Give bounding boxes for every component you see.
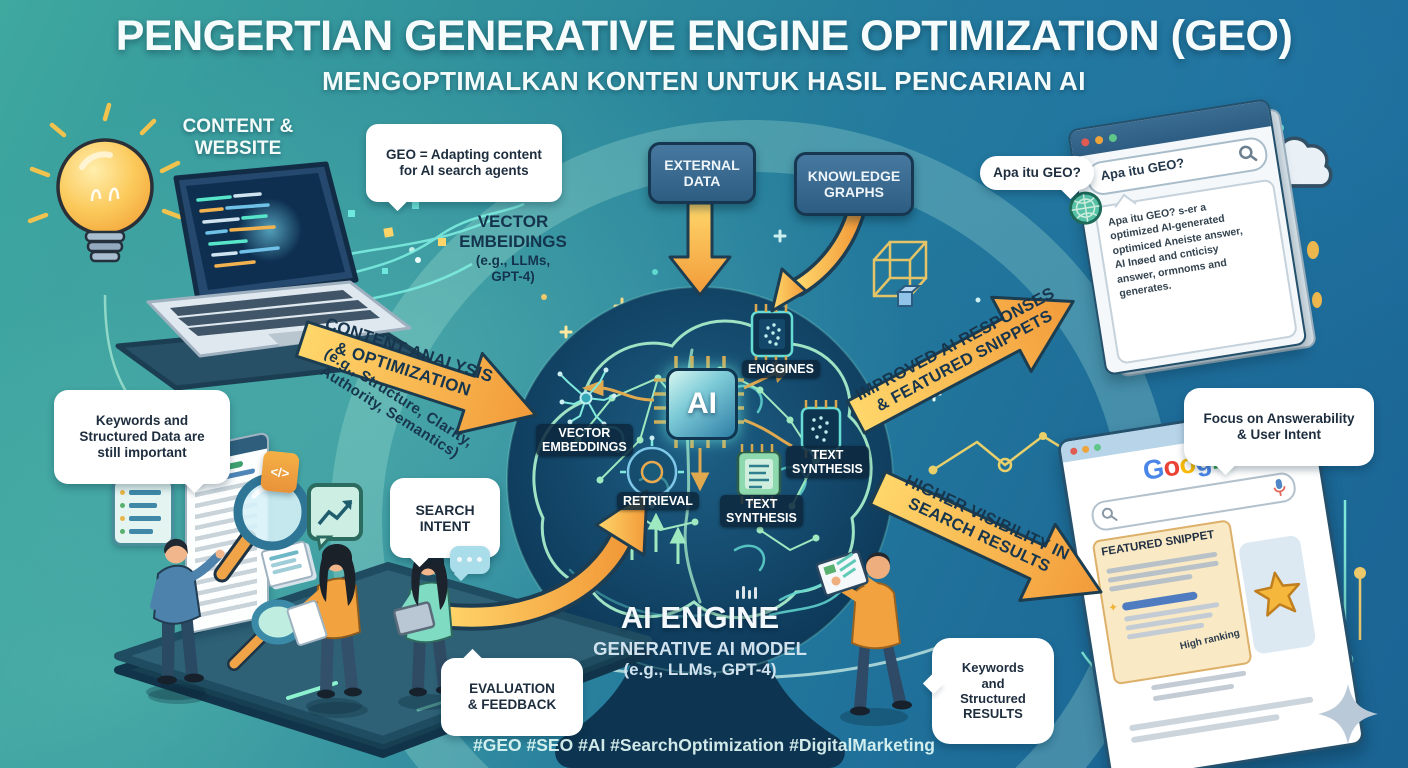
star-icon	[1254, 571, 1301, 617]
ai-chat-window: Apa itu GEO? Apa itu GEO? s-er a optimiz…	[1067, 97, 1318, 385]
ai-engine-title: AI ENGINE	[620, 600, 780, 635]
cube-icon	[872, 240, 928, 298]
improved-responses-arrow	[846, 295, 1075, 435]
text-synthesis-right-label: TEXT SYNTHESIS	[786, 446, 869, 478]
retrieval-label: RETRIEVAL	[617, 492, 699, 510]
code-icon: </>	[260, 450, 300, 494]
keyboard-keys	[170, 290, 380, 336]
search-icon	[1101, 507, 1118, 521]
chat-search-bar: Apa itu GEO?	[1084, 135, 1270, 198]
question-bubble: Apa itu GEO?	[980, 156, 1094, 200]
window-dot-green	[1108, 133, 1118, 143]
evaluation-feedback-text: EVALUATION & FEEDBACK	[467, 680, 557, 712]
chart-bubble-icon	[307, 483, 363, 552]
bulb-base	[84, 230, 126, 263]
keywords-results-callout: Keywords and Structured RESULTS	[922, 638, 1054, 744]
page-subtitle: MENGOPTIMALKAN KONTEN UNTUK HASIL PENCAR…	[322, 66, 1086, 96]
higher-visibility-arrow	[868, 470, 1103, 602]
person-man-blue	[146, 538, 225, 700]
search-intent-callout: SEARCH INTENT	[390, 478, 500, 568]
lightbulb-icon	[27, 102, 183, 263]
dendrite-icon	[557, 367, 617, 427]
focus-answerability-callout: Focus on Answerability & User Intent	[1184, 388, 1374, 475]
window-dot-orange	[1094, 135, 1104, 145]
ai-engine-models: (e.g., LLMs, GPT-4)	[623, 660, 777, 679]
search-intent-text: SEARCH INTENT	[415, 501, 475, 535]
keywords-data-callout: Keywords and Structured Data are still i…	[54, 390, 230, 493]
search-input	[1089, 470, 1298, 533]
vector-embeddings-outer-sub: (e.g., LLMs, GPT-4)	[475, 253, 551, 284]
geo-definition-text: GEO = Adapting content for AI search age…	[386, 146, 542, 178]
small-cube-icon	[895, 285, 922, 307]
ai-chip-icon: AI	[666, 368, 738, 440]
search-results-window: Google FEATURED SNIPPET ✦ High ranking	[1056, 399, 1366, 768]
focus-answerability-text: Focus on Answerability & User Intent	[1203, 410, 1355, 442]
person-woman-orange	[286, 544, 362, 714]
mic-icon	[1273, 479, 1286, 497]
keywords-data-text: Keywords and Structured Data are still i…	[79, 412, 205, 460]
geo-definition-callout: GEO = Adapting content for AI search age…	[366, 124, 562, 211]
vector-embeddings-outer-label: VECTOR EMBEIDINGS	[459, 212, 567, 251]
content-website-label: CONTENT & WEBSITE	[182, 116, 294, 159]
question-bubble-text: Apa itu GEO?	[993, 165, 1081, 180]
bulb-rays	[27, 102, 183, 224]
external-data-box: EXTERNAL DATA	[648, 142, 756, 204]
equalizer-icon	[736, 586, 757, 599]
content-analysis-arrow	[294, 320, 538, 435]
globe-icon	[1069, 191, 1103, 225]
footer-hashtags: #GEO #SEO #AI #SearchOptimization #Digit…	[473, 735, 935, 755]
knowledge-graphs-box: KNOWLEDGE GRAPHS	[794, 152, 914, 216]
window-front-sheet: Apa itu GEO? Apa itu GEO? s-er a optimiz…	[1067, 98, 1308, 376]
window-dot-red	[1080, 137, 1090, 147]
star-panel	[1237, 534, 1317, 655]
vector-embeddings-label: VECTOR EMBEDDINGS	[536, 424, 633, 456]
chat-search-query: Apa itu GEO?	[1099, 155, 1186, 184]
chat-answer-panel: Apa itu GEO? s-er a optimized AI-generat…	[1093, 178, 1299, 365]
keywords-results-text: Keywords and Structured RESULTS	[960, 660, 1026, 722]
person-woman-teal	[393, 548, 454, 710]
code-lines	[196, 192, 280, 268]
chip-pins	[654, 356, 744, 448]
engines-label: ENGGINES	[742, 360, 820, 378]
ai-engine-subtitle: GENERATIVE AI MODEL	[593, 638, 807, 659]
page-title: PENGERTIAN GENERATIVE ENGINE OPTIMIZATIO…	[115, 12, 1293, 60]
person-man-tablet	[815, 550, 912, 726]
sparkle-icon	[1318, 684, 1378, 744]
chat-dots-icon	[450, 546, 490, 582]
evaluation-feedback-callout: EVALUATION & FEEDBACK	[441, 648, 583, 736]
text-synthesis-center-label: TEXT SYNTHESIS	[720, 495, 803, 527]
search-icon	[1239, 145, 1258, 162]
